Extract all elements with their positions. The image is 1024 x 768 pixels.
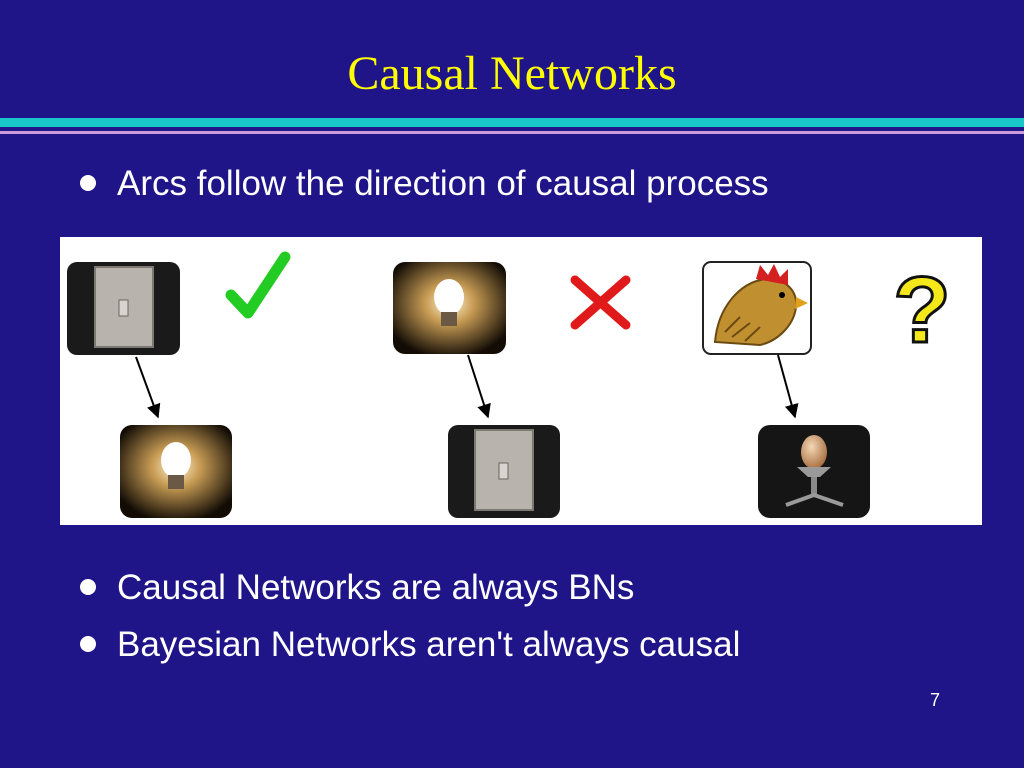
egg-icon: [758, 425, 870, 518]
bullet-dot: [80, 579, 96, 595]
chicken-icon: [702, 261, 812, 355]
switch-icon: [448, 425, 560, 518]
bullet-dot: [80, 175, 96, 191]
bullet-text: Bayesian Networks aren't always causal: [117, 625, 741, 664]
bullet-item: Causal Networks are always BNs: [80, 566, 634, 610]
question-mark-icon: ?: [893, 257, 950, 362]
title-divider-thin: [0, 131, 1024, 134]
bullet-item: Arcs follow the direction of causal proc…: [80, 162, 769, 206]
causal-arrow: [135, 356, 161, 419]
causal-arrow: [467, 354, 491, 419]
switch-icon: [67, 262, 180, 355]
causal-diagram: ?: [67, 251, 952, 518]
slide-title: Causal Networks: [347, 47, 677, 100]
slide-number: 7: [930, 690, 941, 710]
bullet-text: Arcs follow the direction of causal proc…: [117, 164, 769, 203]
bullet-item: Bayesian Networks aren't always causal: [80, 623, 740, 667]
causal-arrow: [777, 354, 799, 419]
causal-examples-figure: ?: [60, 237, 982, 525]
bullet-text: Causal Networks are always BNs: [117, 568, 635, 607]
lightbulb-icon: [120, 425, 232, 518]
lightbulb-icon: [393, 262, 506, 354]
bullet-dot: [80, 636, 96, 652]
title-divider: [0, 118, 1024, 127]
checkmark-icon: [225, 251, 291, 319]
cross-icon: [570, 275, 631, 330]
